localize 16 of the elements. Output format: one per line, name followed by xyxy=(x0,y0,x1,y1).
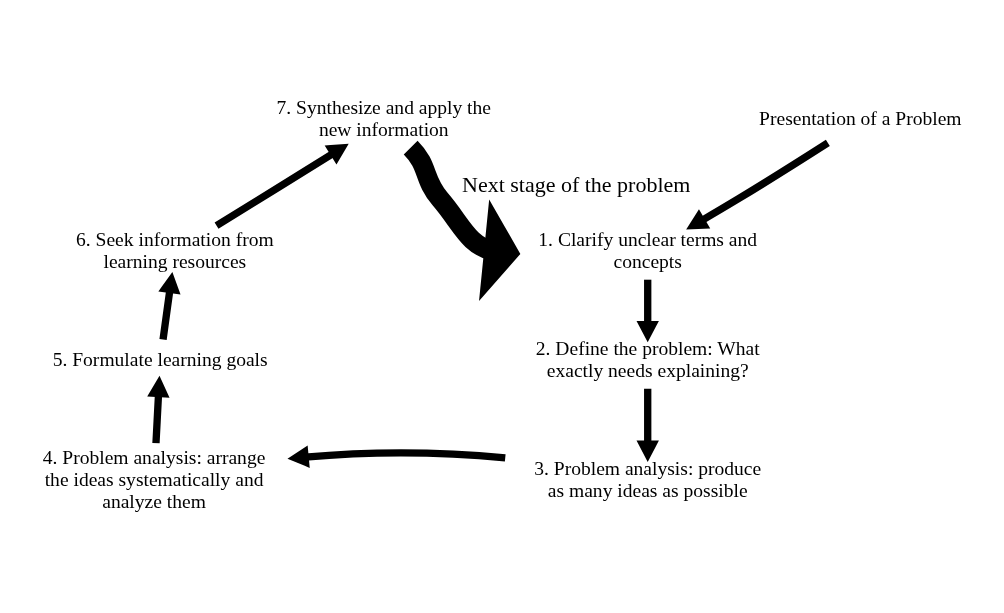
arrow xyxy=(636,388,659,462)
arrow xyxy=(214,143,349,229)
node-text: Presentation of a Problem xyxy=(759,108,962,130)
arrow xyxy=(287,445,506,468)
arrow xyxy=(147,375,170,444)
node-text: 4. Problem analysis: arrange the ideas systematically and analyze them xyxy=(42,446,266,512)
arrow xyxy=(403,141,521,302)
node-text: 3. Problem analysis: produce as many ideas as possible xyxy=(534,457,762,501)
node-text: 1. Clarify unclear terms and concepts xyxy=(538,229,758,273)
node-text: 6. Seek information from learning resources xyxy=(76,229,274,273)
arrow xyxy=(686,139,830,230)
edge-label: Next stage of the problem xyxy=(462,172,691,198)
node-text: 7. Synthesize and apply the new information xyxy=(276,97,491,141)
node-text: 5. Formulate learning goals xyxy=(52,349,268,371)
node-text: 2. Define the problem: What exactly needs explaining? xyxy=(535,338,760,382)
arrow xyxy=(636,279,659,343)
